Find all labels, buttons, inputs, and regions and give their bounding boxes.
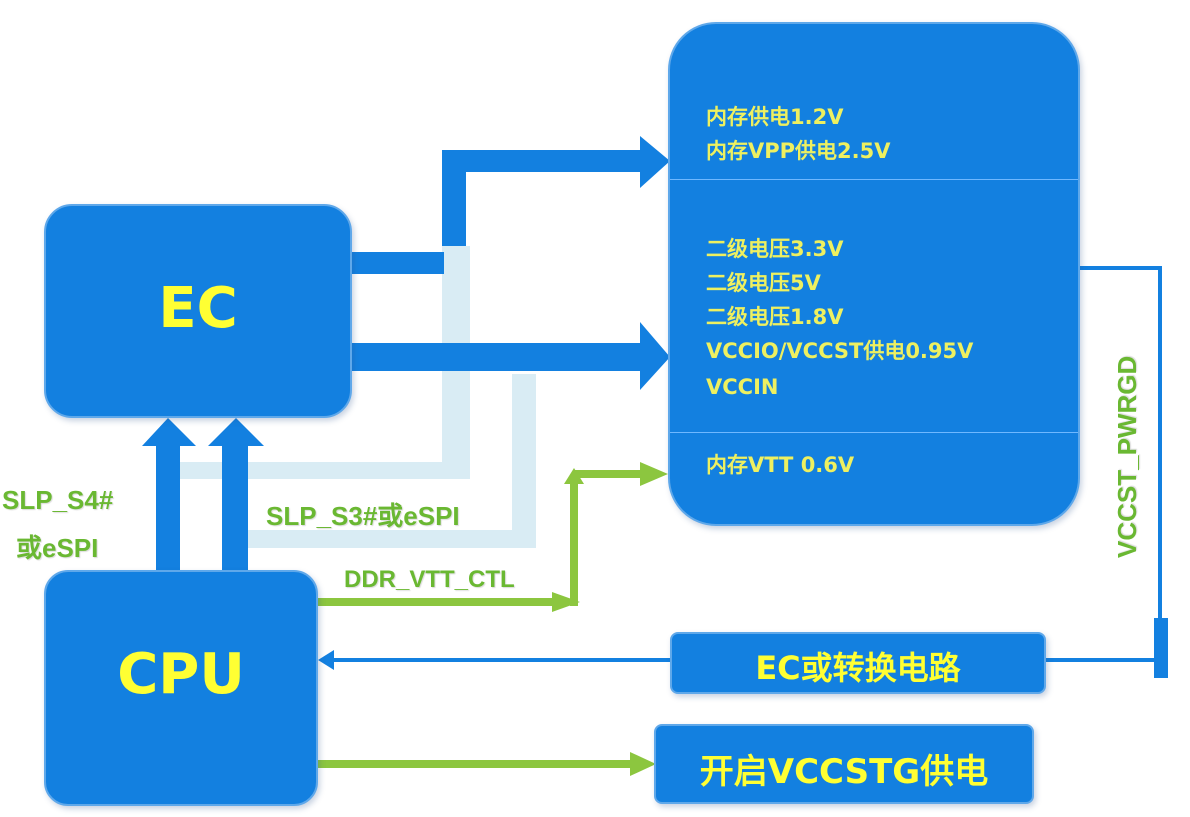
rail-memory-vpp: 内存VPP供电2.5V [706, 139, 891, 163]
arrow-converter-to-cpu [318, 650, 672, 670]
vccstg-box: 开启VCCSTG供电 [654, 724, 1034, 804]
rail-secondary-3-3v: 二级电压3.3V [706, 237, 844, 261]
arrow-ec-to-secondary [352, 322, 670, 390]
slp-s3-path [180, 246, 536, 548]
arrow-cpu-to-ec-slp-s4 [142, 418, 196, 570]
rails-divider-1 [670, 179, 1078, 180]
rail-memory-vtt: 内存VTT 0.6V [706, 453, 855, 477]
vccstg-label: 开启VCCSTG供电 [699, 752, 989, 792]
rail-secondary-1-8v: 二级电压1.8V [706, 305, 844, 329]
power-rails-box: 内存供电1.2V 内存VPP供电2.5V 二级电压3.3V 二级电压5V 二级电… [668, 22, 1080, 526]
signal-slp-s3: SLP_S3#或eSPI [266, 501, 460, 531]
signal-ddr-vtt-ctl: DDR_VTT_CTL [344, 566, 515, 593]
rail-vccio-vccst: VCCIO/VCCST供电0.95V [706, 339, 974, 363]
arrow-cpu-to-ec-slp-s3 [208, 418, 264, 570]
arrow-cpu-to-vccstg [316, 752, 656, 776]
vccst-pwrgd-path [1046, 266, 1168, 678]
arrow-ddr-vtt-ctl [318, 462, 668, 612]
rail-vccin: VCCIN [706, 375, 779, 399]
ec-label: EC [158, 276, 238, 341]
ec-box: EC [44, 204, 352, 418]
rails-divider-2 [670, 432, 1078, 433]
signal-slp-s4-line1: SLP_S4# [2, 485, 114, 515]
arrow-ec-to-memory [352, 136, 670, 274]
rail-secondary-5v: 二级电压5V [706, 271, 821, 295]
rail-memory-1-2v: 内存供电1.2V [706, 105, 844, 129]
converter-label: EC或转换电路 [755, 649, 961, 687]
converter-box: EC或转换电路 [670, 632, 1046, 694]
cpu-box: CPU [44, 570, 318, 806]
signal-vccst-pwrgd: VCCST_PWRGD [1112, 355, 1142, 558]
signal-slp-s4-line2: 或eSPI [16, 533, 99, 563]
cpu-label: CPU [117, 642, 245, 707]
